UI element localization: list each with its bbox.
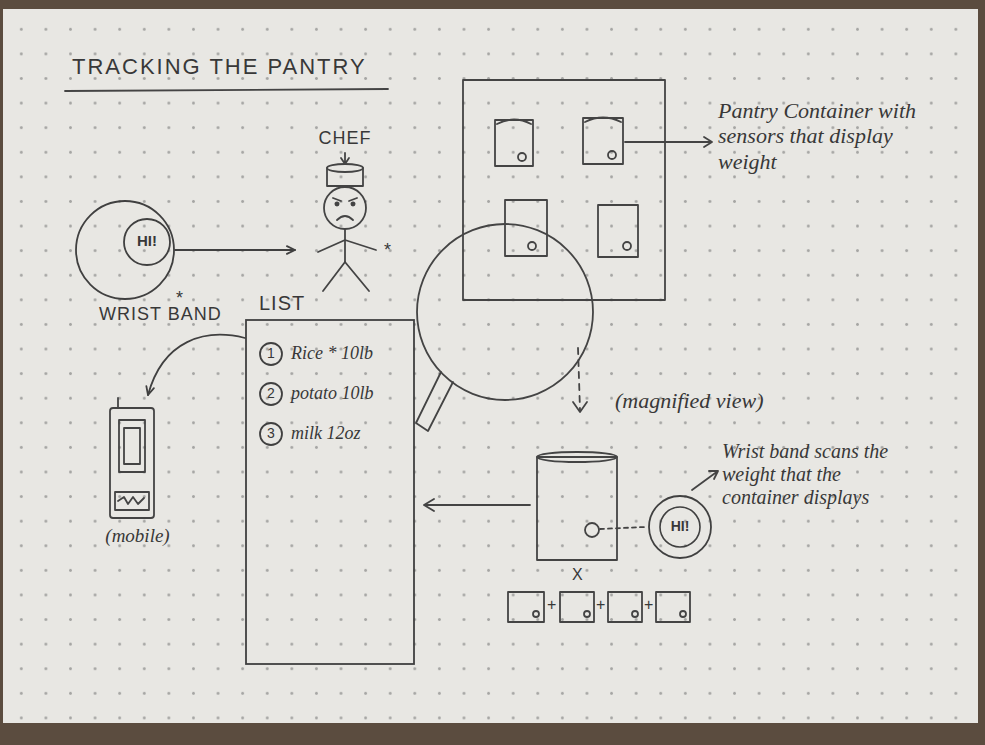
pantry-shelf xyxy=(608,151,616,159)
magnifier xyxy=(416,372,453,431)
container-row xyxy=(533,611,539,617)
pantry-shelf xyxy=(495,120,533,166)
wristband-face: HI! xyxy=(123,218,171,266)
chef-drawing xyxy=(344,229,346,262)
arrow-head xyxy=(287,246,295,254)
connector-arrow xyxy=(175,249,295,251)
callout-number-text: 1 xyxy=(259,345,283,361)
arrow-head xyxy=(146,386,154,395)
phone-drawing xyxy=(115,492,149,510)
magnifier xyxy=(573,402,587,412)
wristband-scanner: HI! xyxy=(648,495,712,559)
chef-drawing xyxy=(341,153,349,164)
pantry-note: Pantry Container with sensors that displ… xyxy=(718,98,918,174)
container-row xyxy=(584,611,590,617)
phone-drawing xyxy=(110,408,154,518)
phone-drawing xyxy=(118,497,144,504)
chef-drawing xyxy=(335,202,338,205)
scan-note: Wrist band scans the weight that the con… xyxy=(722,440,897,509)
plus-sign: + xyxy=(644,596,653,614)
callout-number-ring xyxy=(260,343,282,365)
wristband-face-text: HI! xyxy=(123,232,171,249)
callout-number-ring xyxy=(260,423,282,445)
chef-drawing xyxy=(318,153,376,291)
multiply-mark: X xyxy=(572,566,583,584)
chef-drawing xyxy=(324,187,366,229)
container-row xyxy=(560,592,594,622)
list-sheet-text: milk 12oz xyxy=(291,423,361,444)
list-sheet-text: Rice * 10lb xyxy=(291,343,373,364)
callout-number-text: 2 xyxy=(259,385,283,401)
phone-drawing xyxy=(117,398,119,408)
magnified-container xyxy=(585,523,599,537)
wristband-scanner-text: HI! xyxy=(648,518,712,534)
list-sheet-text: potato 10lb xyxy=(291,383,374,404)
magnified-container xyxy=(537,457,617,560)
wristband-scanner-ring xyxy=(649,496,711,558)
chef-drawing xyxy=(323,262,369,291)
magnified-container xyxy=(600,527,645,529)
pantry-shelf xyxy=(598,205,638,257)
mobile-phone-text: (mobile) xyxy=(85,525,190,547)
magnifier xyxy=(578,348,580,410)
plus-sign: + xyxy=(547,596,556,614)
list-sheet: LIST Rice * 10lb potato 10lb milk 12oz 1 2 3 xyxy=(245,290,415,665)
callout-number-text: 3 xyxy=(259,425,283,441)
container-row xyxy=(608,592,642,622)
star-mark: * xyxy=(176,288,183,309)
phone-drawing xyxy=(110,398,154,518)
pencil-lines xyxy=(65,80,718,622)
wristband-circle: WRIST BANDHI! xyxy=(75,200,175,300)
pantry-shelf xyxy=(528,242,536,250)
star-mark: * xyxy=(384,240,391,261)
chef-figure: CHEF xyxy=(295,128,395,293)
wristband-circle-text: WRIST BAND xyxy=(99,304,222,325)
container-row xyxy=(508,592,544,622)
pantry-shelf xyxy=(625,137,712,147)
pantry-shelf xyxy=(623,242,631,250)
magnified-container xyxy=(424,499,530,511)
pantry-shelf xyxy=(463,80,712,300)
container-row xyxy=(656,592,690,622)
container-row xyxy=(680,611,686,617)
pantry-shelf xyxy=(497,120,531,125)
list-sheet-text: LIST xyxy=(259,292,305,315)
callout-number: 1 xyxy=(259,342,283,366)
pantry-shelf xyxy=(463,80,665,300)
chef-drawing xyxy=(327,164,363,172)
pantry-shelf xyxy=(585,118,621,123)
magnifier xyxy=(416,224,593,431)
pantry-shelf xyxy=(583,118,623,164)
chef-drawing xyxy=(318,240,376,252)
magnified-note: (magnified view) xyxy=(615,388,763,413)
container-row xyxy=(508,592,690,622)
callout-number: 2 xyxy=(259,382,283,406)
chef-drawing xyxy=(337,216,353,220)
magnified-container xyxy=(424,452,718,560)
magnified-container xyxy=(537,452,617,462)
connector-arrow xyxy=(148,335,245,395)
wristband-face-ring xyxy=(124,219,170,265)
list-sheet-border xyxy=(246,320,414,664)
plus-sign: + xyxy=(596,596,605,614)
magnified-container xyxy=(692,471,718,490)
wristband-circle-ring xyxy=(76,201,174,299)
title: TRACKING THE PANTRY xyxy=(72,54,367,79)
pantry-shelf xyxy=(518,153,526,161)
callout-number: 3 xyxy=(259,422,283,446)
callout-number-ring xyxy=(260,383,282,405)
magnifier xyxy=(417,224,593,400)
chef-figure-text: CHEF xyxy=(295,128,395,149)
pantry-shelf xyxy=(505,200,547,256)
title-underline xyxy=(65,89,388,91)
chef-drawing xyxy=(351,202,354,205)
container-row xyxy=(632,611,638,617)
phone-drawing xyxy=(119,420,145,472)
chef-drawing xyxy=(333,198,357,201)
phone-drawing xyxy=(124,428,140,464)
mobile-phone: (mobile) xyxy=(85,395,190,565)
